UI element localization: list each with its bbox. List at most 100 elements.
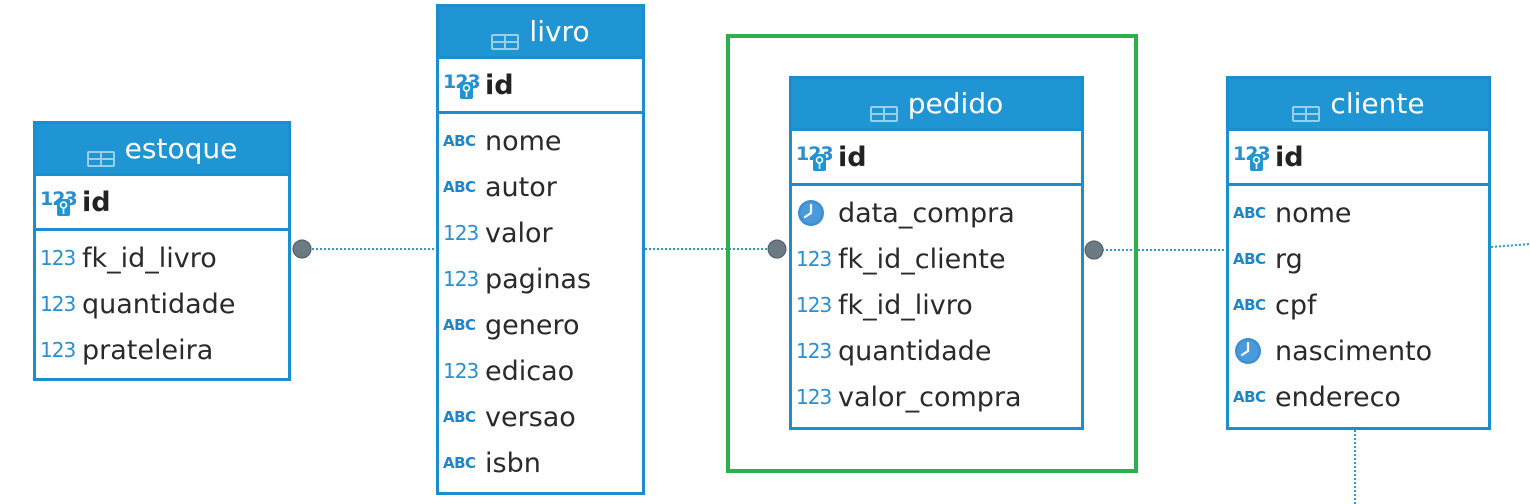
connector-dot-pedido-right[interactable] xyxy=(1084,240,1104,260)
primary-key-label: id xyxy=(838,141,867,173)
column-label: nascimento xyxy=(1275,335,1433,367)
number-type-icon: 123 xyxy=(796,293,834,317)
text-type-icon: ABC xyxy=(443,178,481,196)
column-label: nome xyxy=(485,125,562,157)
column-row[interactable]: nascimento xyxy=(1229,328,1488,374)
entity-header[interactable]: livro xyxy=(439,7,642,59)
column-label: quantidade xyxy=(82,288,236,320)
column-label: rg xyxy=(1275,243,1303,275)
column-label: edicao xyxy=(485,355,575,387)
entity-header[interactable]: estoque xyxy=(36,124,288,176)
text-type-icon: ABC xyxy=(443,316,481,334)
entity-title: pedido xyxy=(907,87,1004,120)
column-label: autor xyxy=(485,171,557,203)
number-type-icon: 123 xyxy=(443,267,481,291)
text-type-label: ABC xyxy=(443,316,476,334)
connector-dot-estoque[interactable] xyxy=(292,239,312,259)
selection-highlight xyxy=(726,34,1138,473)
column-row[interactable]: ABC endereco xyxy=(1229,374,1488,420)
column-label: paginas xyxy=(485,263,592,295)
text-type-label: ABC xyxy=(443,132,476,150)
column-label: fk_id_cliente xyxy=(838,243,1006,275)
number-type-icon: 123 xyxy=(796,339,834,363)
entity-header[interactable]: pedido xyxy=(792,79,1081,131)
key-number-icon: 123 xyxy=(1233,142,1271,172)
primary-key-label: id xyxy=(82,186,111,218)
number-type-label: 123 xyxy=(796,385,832,409)
number-type-icon: 123 xyxy=(796,385,834,409)
connector-dot-pedido-left[interactable] xyxy=(767,239,787,259)
primary-key-label: id xyxy=(1275,141,1304,173)
text-type-label: ABC xyxy=(1233,296,1266,314)
number-type-icon: 123 xyxy=(443,359,481,383)
text-type-label: ABC xyxy=(1233,250,1266,268)
entity-header[interactable]: cliente xyxy=(1229,79,1488,131)
primary-key-label: id xyxy=(485,69,514,101)
column-label: valor xyxy=(485,217,553,249)
column-label: genero xyxy=(485,309,580,341)
number-type-icon: 123 xyxy=(796,247,834,271)
text-type-icon: ABC xyxy=(1233,250,1271,268)
key-number-icon: 123 xyxy=(796,142,834,172)
table-icon xyxy=(491,24,520,50)
number-type-label: 123 xyxy=(796,293,832,317)
text-type-icon: ABC xyxy=(1233,296,1271,314)
text-type-icon: ABC xyxy=(1233,388,1271,406)
number-type-icon: 123 xyxy=(40,292,78,316)
column-row[interactable]: data_compra xyxy=(792,190,1081,236)
column-label: prateleira xyxy=(82,334,214,366)
text-type-label: ABC xyxy=(1233,204,1266,222)
key-number-icon: 123 xyxy=(443,70,481,100)
column-row[interactable]: ABC nome xyxy=(439,118,642,164)
column-label: data_compra xyxy=(838,197,1015,229)
number-type-label: 123 xyxy=(796,247,832,271)
text-type-label: ABC xyxy=(443,178,476,196)
text-type-label: ABC xyxy=(1233,388,1266,406)
text-type-icon: ABC xyxy=(443,132,481,150)
column-label: isbn xyxy=(485,447,541,479)
text-type-icon: ABC xyxy=(443,408,481,426)
column-label: endereco xyxy=(1275,381,1401,413)
column-row[interactable]: ABC rg xyxy=(1229,236,1488,282)
column-row[interactable]: ABC genero xyxy=(439,302,642,348)
table-icon xyxy=(1292,96,1321,122)
entity-title: cliente xyxy=(1330,87,1425,120)
clock-icon xyxy=(1233,336,1271,366)
column-label: versao xyxy=(485,401,576,433)
number-type-label: 123 xyxy=(796,339,832,363)
table-icon xyxy=(86,141,115,167)
column-row[interactable]: ABC autor xyxy=(439,164,642,210)
entity-title: livro xyxy=(529,15,590,48)
text-type-icon: ABC xyxy=(443,454,481,472)
connector-cliente-offscreen xyxy=(1490,243,1530,248)
clock-icon xyxy=(796,198,834,228)
entity-title: estoque xyxy=(124,132,238,165)
column-label: quantidade xyxy=(838,335,992,367)
number-type-icon: 123 xyxy=(443,221,481,245)
